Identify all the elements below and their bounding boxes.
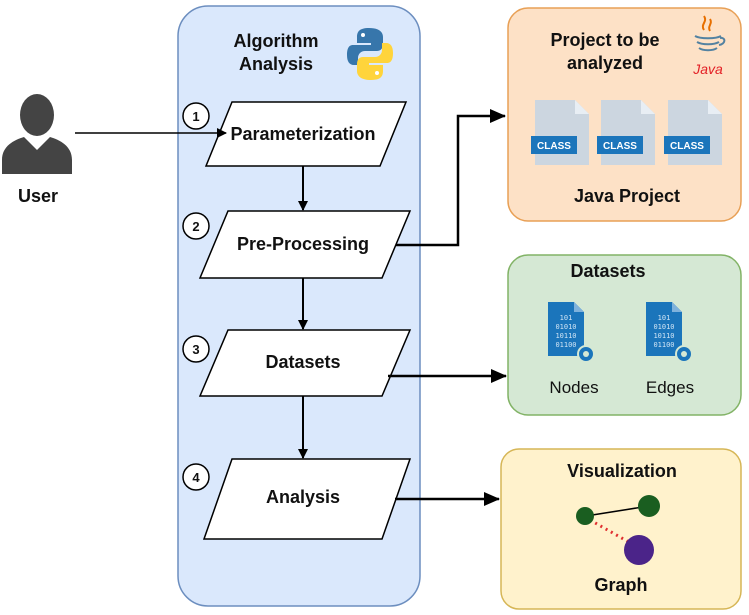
step-parameterization-shape[interactable] <box>204 101 408 167</box>
step-parameterization-label: Parameterization <box>230 124 375 144</box>
nodes-label: Nodes <box>549 378 598 397</box>
project-title-line1: Project to be <box>550 30 659 50</box>
algorithm-title-line1: Algorithm <box>234 31 319 51</box>
project-title-line2: analyzed <box>567 53 643 73</box>
user-icon <box>2 94 72 174</box>
svg-text:01100: 01100 <box>653 341 674 349</box>
edges-data-file-icon: 101 01010 10110 01100 <box>646 302 693 363</box>
svg-text:01010: 01010 <box>555 323 576 331</box>
edges-label: Edges <box>646 378 694 397</box>
step-datasets-shape[interactable] <box>198 329 412 397</box>
step-number-3: 3 <box>192 342 199 357</box>
step-analysis-shape[interactable] <box>202 458 412 540</box>
datasets-title: Datasets <box>570 261 645 281</box>
visualization-title: Visualization <box>567 461 677 481</box>
svg-text:01010: 01010 <box>653 323 674 331</box>
java-logo-text: Java <box>692 61 723 77</box>
step-number-2: 2 <box>192 219 199 234</box>
step-number-badge-1 <box>182 102 210 130</box>
svg-text:10110: 10110 <box>555 332 576 340</box>
class-badge-1: CLASS <box>537 141 571 152</box>
user-label: User <box>18 186 58 206</box>
class-file-icon-1: CLASS <box>531 100 589 165</box>
class-file-icon-2: CLASS <box>597 100 655 165</box>
class-badge-3: CLASS <box>670 141 704 152</box>
graph-icon <box>576 495 660 565</box>
algorithm-title-line2: Analysis <box>239 54 313 74</box>
python-logo-icon <box>347 28 393 80</box>
visualization-panel <box>500 448 742 610</box>
step-preprocessing-label: Pre-Processing <box>237 234 369 254</box>
svg-text:10110: 10110 <box>653 332 674 340</box>
project-caption: Java Project <box>574 186 680 206</box>
class-badge-2: CLASS <box>603 141 637 152</box>
step-preprocessing-shape[interactable] <box>198 210 412 279</box>
svg-text:101: 101 <box>658 314 671 322</box>
step-number-badge-2 <box>182 212 210 240</box>
svg-text:101: 101 <box>560 314 573 322</box>
svg-text:01100: 01100 <box>555 341 576 349</box>
step-datasets-label: Datasets <box>265 352 340 372</box>
graph-caption: Graph <box>594 575 647 595</box>
datasets-panel <box>507 254 742 416</box>
nodes-data-file-icon: 101 01010 10110 01100 <box>548 302 595 363</box>
java-logo-icon: Java <box>692 15 726 77</box>
step-number-badge-3 <box>182 335 210 363</box>
step-number-badge-4 <box>182 463 210 491</box>
step-number-4: 4 <box>192 470 200 485</box>
class-file-icon-3: CLASS <box>664 100 722 165</box>
step-number-1: 1 <box>192 109 199 124</box>
arrow-preprocessing-to-project <box>396 109 506 247</box>
step-analysis-label: Analysis <box>266 487 340 507</box>
